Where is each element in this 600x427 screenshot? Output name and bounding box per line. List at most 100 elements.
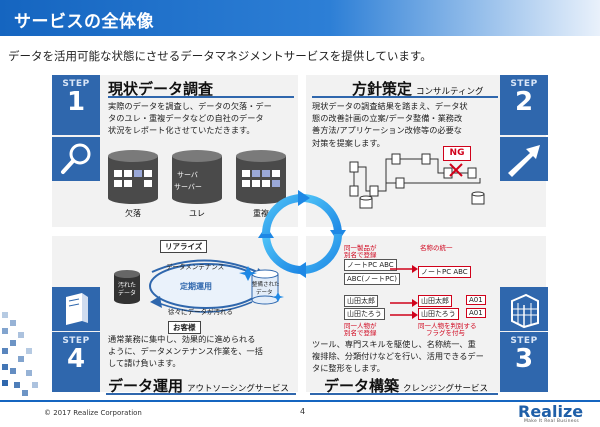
step4-badge: STEP 4 (52, 332, 100, 392)
database-icon (108, 150, 158, 204)
step-number: 1 (66, 87, 86, 117)
note-flag-1: 同一人物を判別する (418, 322, 477, 330)
step4-title: データ運用アウトソーシングサービス (108, 375, 289, 396)
step2-title-text: 方針策定 (352, 80, 413, 98)
cyl-text: サーバ (177, 171, 198, 179)
step3-badge: STEP 3 (500, 332, 548, 392)
sparkle-icon (239, 266, 284, 302)
step2-title-underline (312, 96, 498, 98)
step3-arrows (390, 265, 418, 319)
label-dirty-1: 汚れた (118, 282, 137, 289)
left-box: ABC(ノートPC) (344, 273, 400, 285)
magnifier-icon (52, 137, 100, 181)
note-same-person-2: 別名で登録 (344, 329, 377, 337)
desc-line: ツール、専門スキルを駆使し、名称統一、重 (312, 339, 476, 349)
right-box: ノートPC ABC (418, 266, 471, 278)
label-clean-1: 整備された (252, 282, 280, 288)
footer-divider (0, 400, 600, 402)
step-number: 2 (514, 87, 534, 117)
step2-badge: STEP 2 (500, 75, 548, 135)
note-name-unify: 名称の統一 (420, 244, 453, 252)
note-same-product-2: 別名で登録 (344, 251, 377, 259)
cyl-label-variance: ユレ (189, 209, 205, 218)
label-clean-2: データ (256, 290, 273, 296)
note-same-product-1: 同一製品が (344, 244, 377, 252)
step3-title-text: データ構築 (324, 377, 400, 395)
step4-title-underline (106, 393, 296, 395)
cyl-label-duplicate: 重複 (253, 209, 269, 218)
left-box: 山田太郎 (344, 295, 378, 307)
step-label: STEP (510, 336, 538, 346)
step2-subtitle: コンサルティング (416, 87, 484, 97)
note-flag-2: フラグを付与 (426, 329, 465, 337)
brand-tagline: Make It Real Business (524, 419, 580, 424)
step3-title: データ構築クレンジングサービス (324, 375, 488, 396)
label-gradual: 徐々にデータが汚れる (168, 308, 233, 316)
desc-line: 対策を提案します。 (312, 137, 385, 148)
trend-arrow-icon (500, 137, 548, 181)
copyright: © 2017 Realize Corporation (44, 409, 142, 417)
page-title: サービスの全体像 (14, 12, 154, 32)
step3-subtitle: クレンジングサービス (403, 384, 489, 394)
cycle-arrows-icon (258, 190, 346, 278)
decorative-squares (2, 312, 38, 396)
book-icon (52, 287, 100, 331)
label-maintenance: データメンテナンス (166, 263, 225, 271)
lead-text: データを活用可能な状態にさせるデータマネジメントサービスを提供しています。 (8, 49, 432, 63)
arrow-right-icon (390, 311, 418, 319)
database-icon (236, 150, 286, 204)
arrow-right-icon (390, 299, 418, 307)
desc-line: して請け負います。 (108, 358, 181, 369)
step1-badge: STEP 1 (52, 75, 100, 135)
database-icon (251, 269, 279, 305)
desc-line: 善方法/アプリケーション改修等の必要な (312, 125, 462, 136)
brand-logo: Realize (518, 402, 584, 421)
label-dirty-2: データ (118, 290, 137, 297)
desc-line: 現状データの調査結果を踏まえ、データ状 (312, 101, 468, 111)
ng-badge: NG (443, 146, 471, 161)
label-regular: 定期運用 (180, 282, 212, 291)
title-bar: サービスの全体像 (0, 0, 600, 36)
desc-line: 状況をレポート化させていただきます。 (108, 125, 255, 136)
tag-customer: お客様 (168, 321, 201, 334)
database-icon (359, 191, 485, 209)
tag-realize: リアライズ (160, 240, 208, 253)
step1-title-underline (108, 96, 294, 98)
desc-line: 通常業務に集中し、効果的に進められる (108, 334, 256, 344)
arrow-right-icon (390, 265, 418, 273)
step4-desc: 通常業務に集中し、効果的に進められる ように、データメンテナンス作業を、一括 し… (108, 333, 298, 370)
desc-line: タに整形をします。 (312, 363, 385, 374)
step-number: 3 (514, 344, 534, 374)
ng-cross-icon (449, 163, 463, 177)
flag-box: A01 (466, 295, 486, 305)
step1-title: 現状データ調査 (108, 78, 213, 99)
desc-line: ように、データメンテナンス作業を、一括 (108, 346, 263, 357)
step1-desc: 実際のデータを調査し、データの欠落・デー タのユレ・重複データなどの自社のデータ… (108, 100, 296, 137)
right-box: 山田たろう (418, 308, 459, 320)
step-label: STEP (62, 79, 90, 89)
cyl-label-missing: 欠落 (125, 209, 141, 218)
page-number: 4 (300, 407, 306, 416)
step1-db-illustration (108, 150, 286, 204)
step-label: STEP (62, 336, 90, 346)
desc-line: 複排除、分類付けなどを行い、活用できるデー (312, 351, 484, 362)
left-box: 山田たろう (344, 308, 385, 320)
database-icon (172, 150, 222, 204)
desc-line: 実際のデータを調査し、データの欠落・デー (108, 101, 272, 111)
step-label: STEP (510, 79, 538, 89)
building-icon (500, 287, 548, 331)
step3-title-underline (310, 393, 498, 395)
note-same-person-1: 同一人物が (344, 322, 377, 330)
step1-title-text: 現状データ調査 (108, 80, 214, 98)
cyl-text: サーバー (174, 183, 202, 191)
desc-line: タのユレ・重複データなどの自社のデータ (108, 113, 264, 124)
flag-box: A01 (466, 308, 486, 318)
step2-title: 方針策定コンサルティング (352, 78, 484, 99)
step2-desc: 現状データの調査結果を踏まえ、データ状 態の改善計画の立案/データ整備・業務改 … (312, 100, 502, 149)
step4-subtitle: アウトソーシングサービス (187, 384, 289, 394)
desc-line: 態の改善計画の立案/データ整備・業務改 (312, 113, 463, 124)
left-box: ノートPC ABC (344, 259, 397, 271)
step2-flow-diagram (349, 153, 485, 209)
step4-title-text: データ運用 (108, 377, 184, 395)
step3-desc: ツール、専門スキルを駆使し、名称統一、重 複排除、分類付けなどを行い、活用できる… (312, 338, 502, 375)
